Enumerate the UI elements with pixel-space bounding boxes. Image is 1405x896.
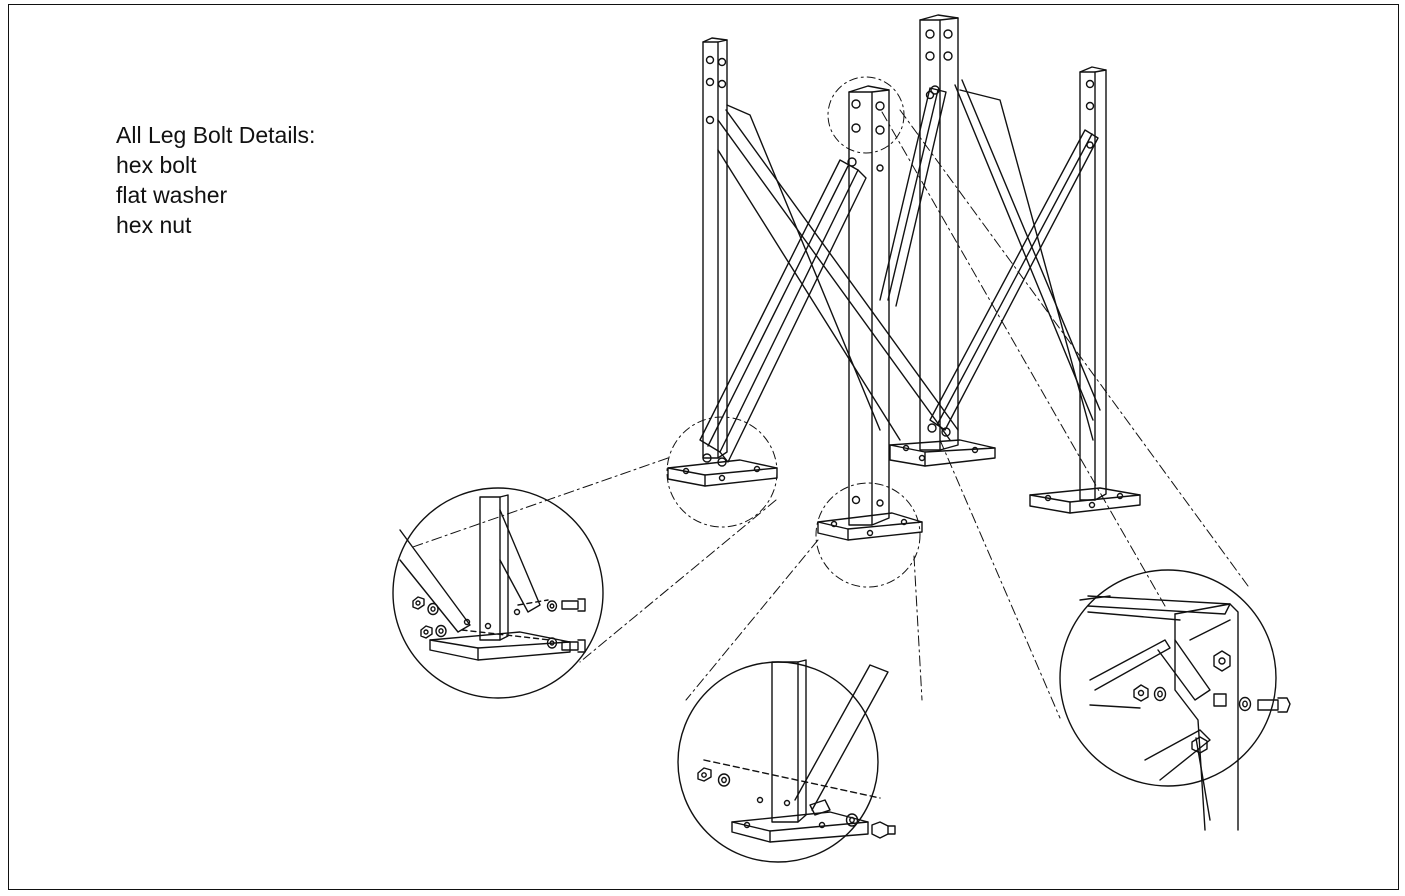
- cross-braces: [717, 79, 1101, 441]
- bolt-detail-hex-bolt: hex bolt: [116, 152, 197, 178]
- callout-circle-top-joint: [827, 76, 905, 154]
- bolt-detail-hex-nut: hex nut: [116, 212, 192, 238]
- callout-circle-left-foot: [666, 416, 778, 528]
- callout-circles: [666, 76, 921, 588]
- hex-nut-icon: [1133, 650, 1231, 754]
- flat-washer-icon: [427, 600, 558, 649]
- leg-back-right: [1029, 66, 1141, 514]
- angle-brace-right: [927, 129, 1099, 437]
- angle-brace-left: [699, 157, 867, 467]
- leg-back-center: [889, 14, 996, 467]
- hex-nut-icon: [697, 767, 712, 782]
- hex-nut-icon: [412, 596, 433, 639]
- callout-leader-lines: [409, 109, 1249, 719]
- stand-assembly: [667, 14, 1141, 541]
- detail-top-joint: [1059, 569, 1291, 831]
- flat-washer-icon: [1153, 686, 1252, 712]
- hex-bolt-icon: [561, 598, 586, 653]
- bolt-detail-flat-washer: flat washer: [116, 182, 228, 208]
- foot-back-left: [667, 459, 778, 487]
- detail-left-foot: [392, 487, 604, 699]
- hex-bolt-icon: [871, 821, 896, 839]
- drawing-frame: [8, 4, 1399, 890]
- angle-brace-center: [879, 85, 947, 307]
- bolt-details-heading: All Leg Bolt Details:: [116, 122, 316, 148]
- callout-circle-front-foot: [815, 482, 921, 588]
- flat-washer-icon: [717, 773, 859, 827]
- leg-front: [817, 85, 923, 541]
- bolt-details-note: All Leg Bolt Details: hex bolt flat wash…: [116, 120, 315, 240]
- detail-front-foot: [677, 659, 896, 863]
- leg-back-left: [702, 37, 728, 459]
- hex-bolt-icon: [1213, 693, 1291, 713]
